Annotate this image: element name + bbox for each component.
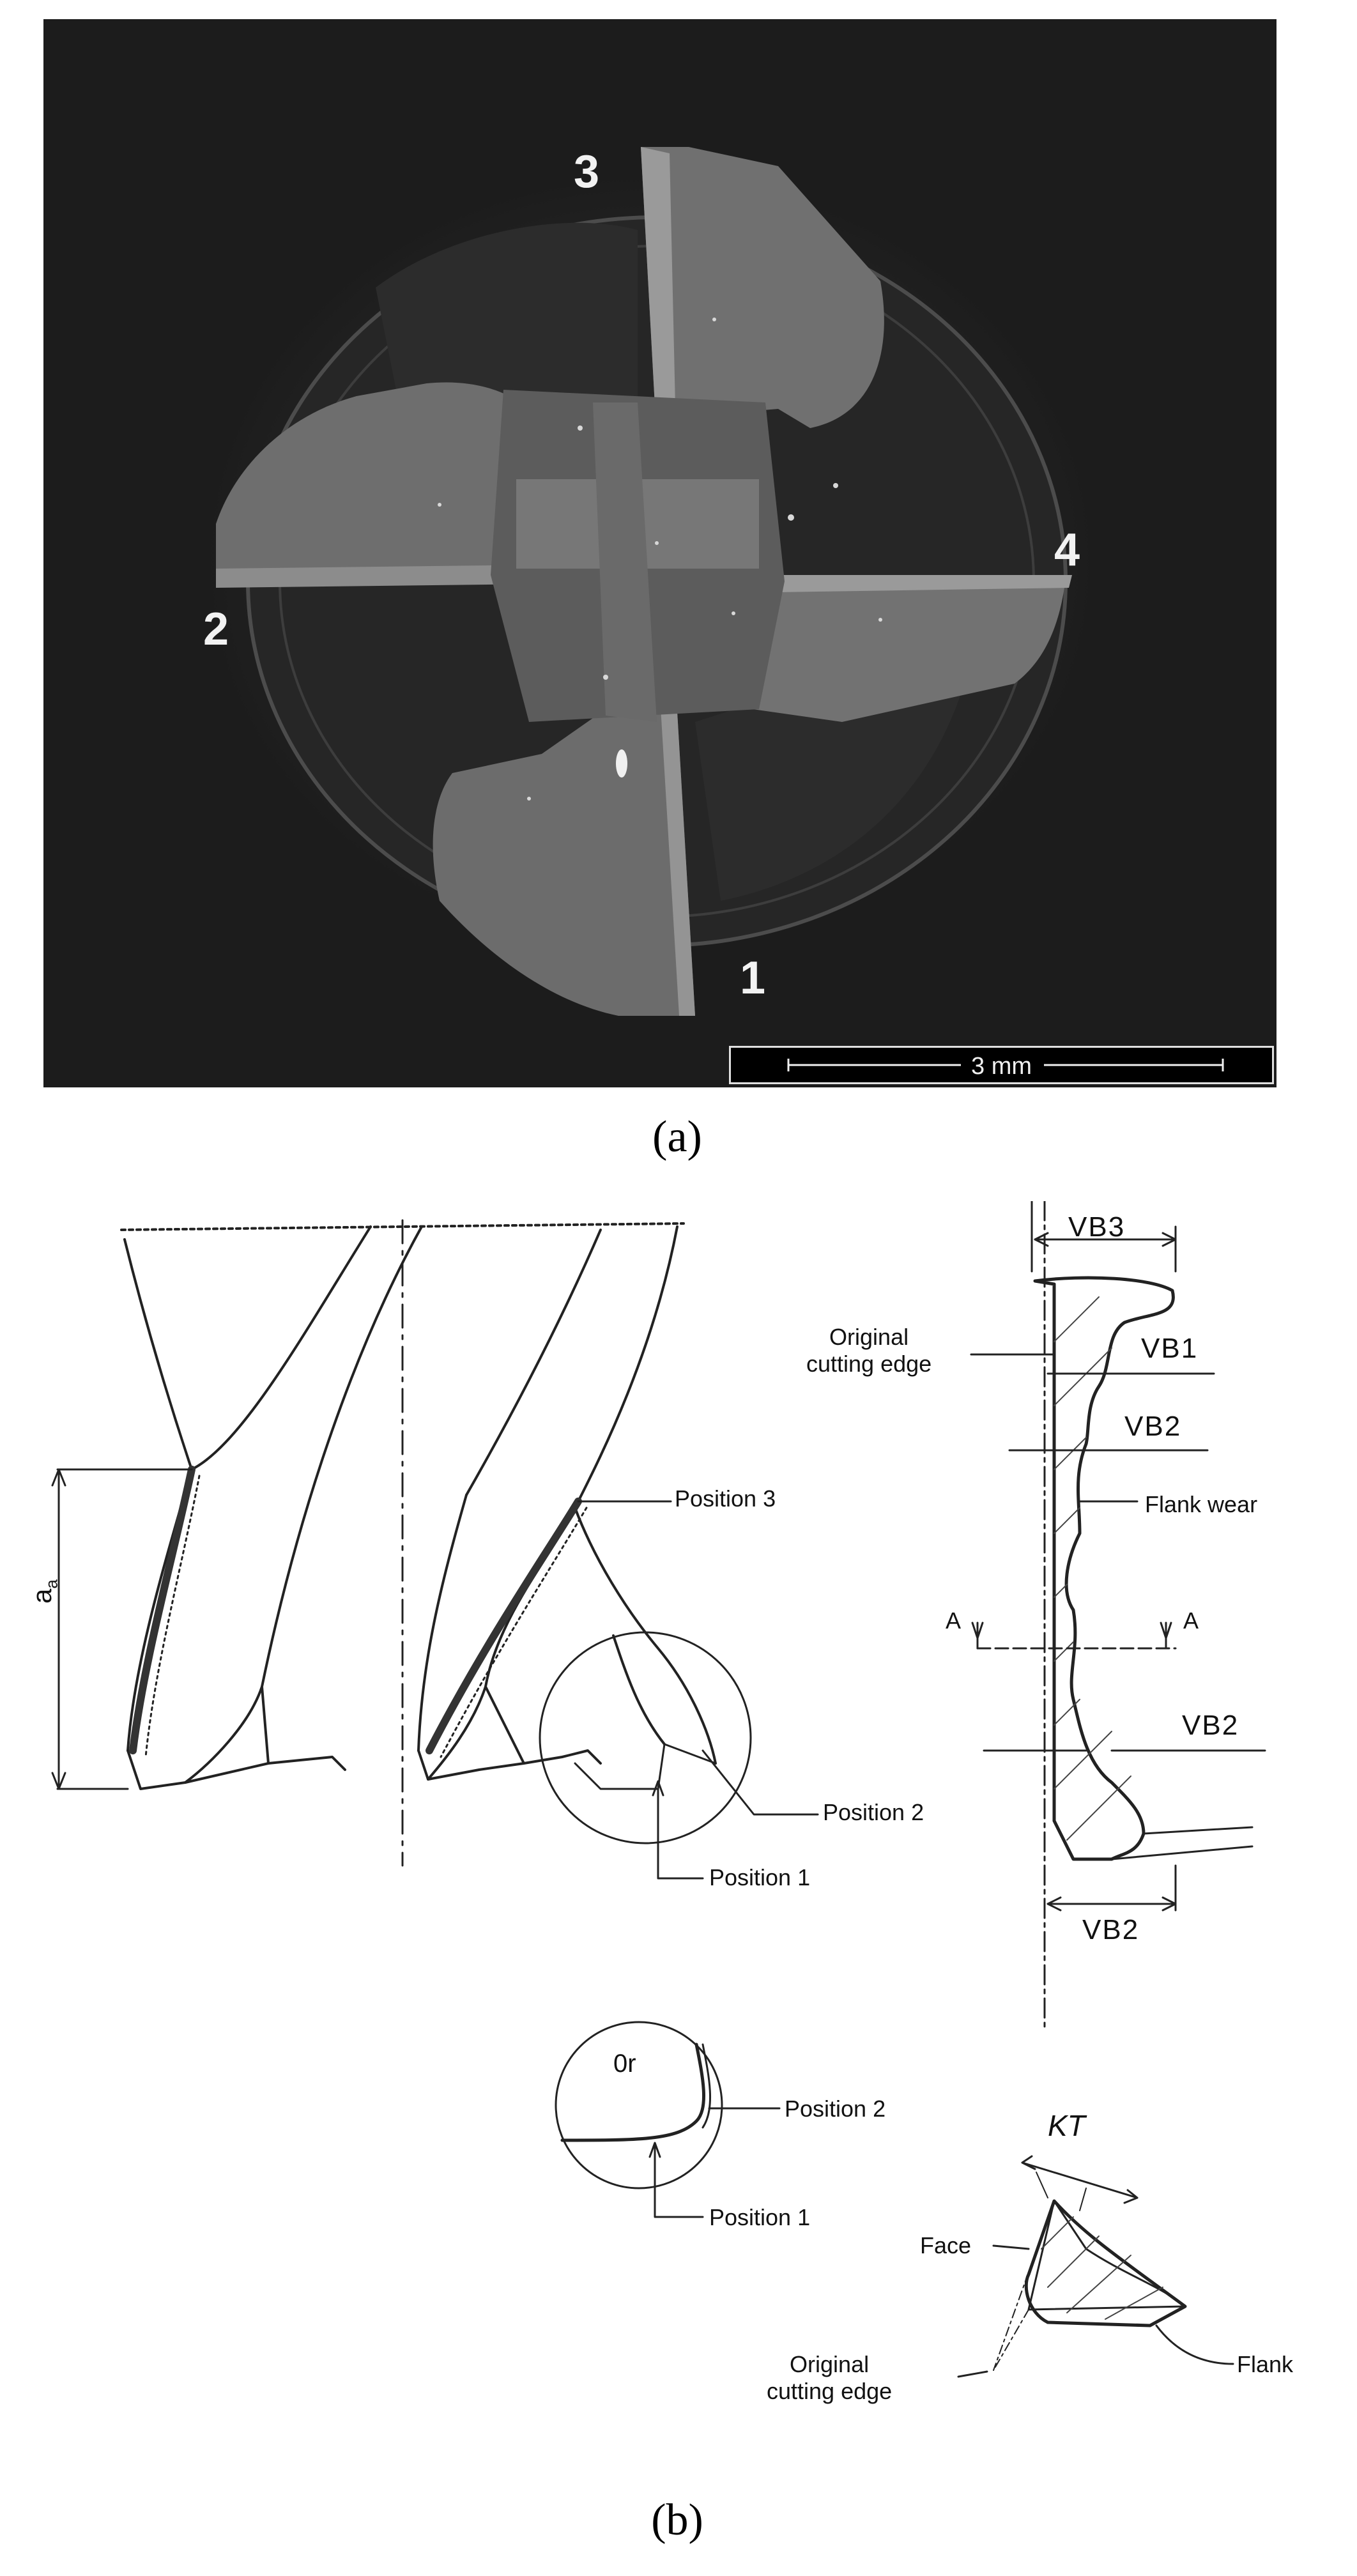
corner-detail <box>555 2021 781 2218</box>
section-a-left-label: A <box>946 1607 962 1634</box>
vb1-label: VB1 <box>1141 1333 1199 1364</box>
vb2-bottom-label: VB2 <box>1082 1914 1140 1945</box>
scale-bar-label: 3 mm <box>971 1053 1032 1080</box>
flank-label: Flank <box>1237 2351 1294 2377</box>
position-3-label: Position 3 <box>675 1485 776 1512</box>
position-2-label: Position 2 <box>823 1799 924 1825</box>
tooth-3-blade <box>641 147 884 441</box>
crater-original-edge-label: Original cutting edge <box>767 2351 893 2404</box>
corner-detail-circle <box>539 1631 752 1844</box>
worn-edge-left <box>129 1466 195 1754</box>
position-1-label: Position 1 <box>709 1864 811 1890</box>
corner-detail-title: 0r <box>613 2050 636 2078</box>
section-a-right-label: A <box>1183 1607 1199 1634</box>
corner-position-1-label: Position 1 <box>709 2204 811 2230</box>
caption-a: (a) <box>652 1112 702 1162</box>
tooth-1-blade <box>433 690 695 1016</box>
bright-spot <box>616 749 627 778</box>
axial-depth-label: aa <box>27 1579 61 1604</box>
drill-outline <box>120 1219 717 1867</box>
flank-wear-section <box>970 1201 1266 2033</box>
flank-wear-profile <box>1033 1276 1175 1861</box>
tooth-label-1: 1 <box>740 953 766 1004</box>
scale-bar: 3 mm <box>729 1046 1274 1084</box>
corner-position-2-label: Position 2 <box>785 2096 886 2122</box>
flank-wear-label: Flank wear <box>1145 1491 1258 1517</box>
crater-wear-section <box>957 2155 1234 2378</box>
end-mill-photo: 3 2 4 1 3 mm <box>43 19 1276 1087</box>
crater-profile <box>1024 2199 1187 2327</box>
tooth-label-3: 3 <box>574 146 600 197</box>
end-mill-photo-illustration <box>43 19 1276 1087</box>
wear-schematic <box>51 1201 1266 2378</box>
scale-bar-line <box>787 1059 1224 1071</box>
axial-depth-dimension <box>51 1468 193 1790</box>
original-edge-label: Original cutting edge <box>806 1324 932 1377</box>
tooth-2-blade <box>216 382 548 581</box>
vb2-upper-label: VB2 <box>1124 1411 1182 1442</box>
vb2-middle-label: VB2 <box>1182 1710 1239 1741</box>
tooth-label-4: 4 <box>1054 525 1080 576</box>
tooth-label-2: 2 <box>203 604 229 655</box>
face-label: Face <box>920 2232 972 2258</box>
worn-edge-right <box>425 1498 582 1754</box>
kt-label: KT <box>1048 2109 1085 2142</box>
caption-b: (b) <box>651 2496 703 2545</box>
vb3-label: VB3 <box>1068 1211 1126 1243</box>
